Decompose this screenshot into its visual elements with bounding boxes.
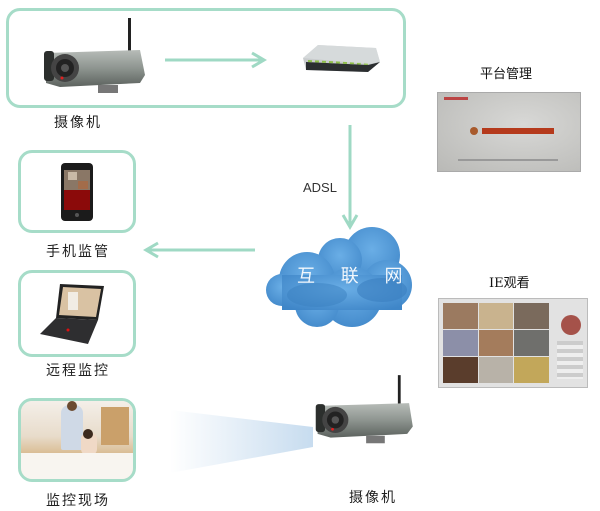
smartphone-icon (61, 163, 93, 221)
client-label-scene: 监控现场 (46, 493, 110, 509)
panel-title-platform: 平台管理 (480, 67, 533, 82)
arrow-down-icon (341, 125, 359, 230)
scene-box (18, 398, 136, 482)
camera-view-beam (170, 410, 313, 473)
platform-login-screen (437, 92, 581, 172)
ip-camera-icon (44, 18, 145, 93)
internet-cloud-icon (266, 227, 412, 327)
router-icon (303, 45, 380, 72)
room-scene-icon (21, 401, 133, 479)
client-label-laptop: 远程监控 (46, 363, 110, 379)
panel-title-ie: IE观看 (489, 276, 530, 291)
internet-label: 互 联 网 (297, 266, 413, 287)
adsl-label: ADSL (303, 180, 337, 195)
ie-multiview-screen (438, 298, 588, 388)
camera-label-top: 摄像机 (54, 115, 102, 131)
arrow-left-icon (143, 241, 255, 259)
client-label-phone: 手机监管 (46, 244, 110, 260)
ip-camera-icon (315, 375, 413, 444)
camera-label-bottom: 摄像机 (349, 490, 397, 506)
arrow-right-icon (165, 51, 267, 69)
laptop-icon (40, 284, 104, 344)
